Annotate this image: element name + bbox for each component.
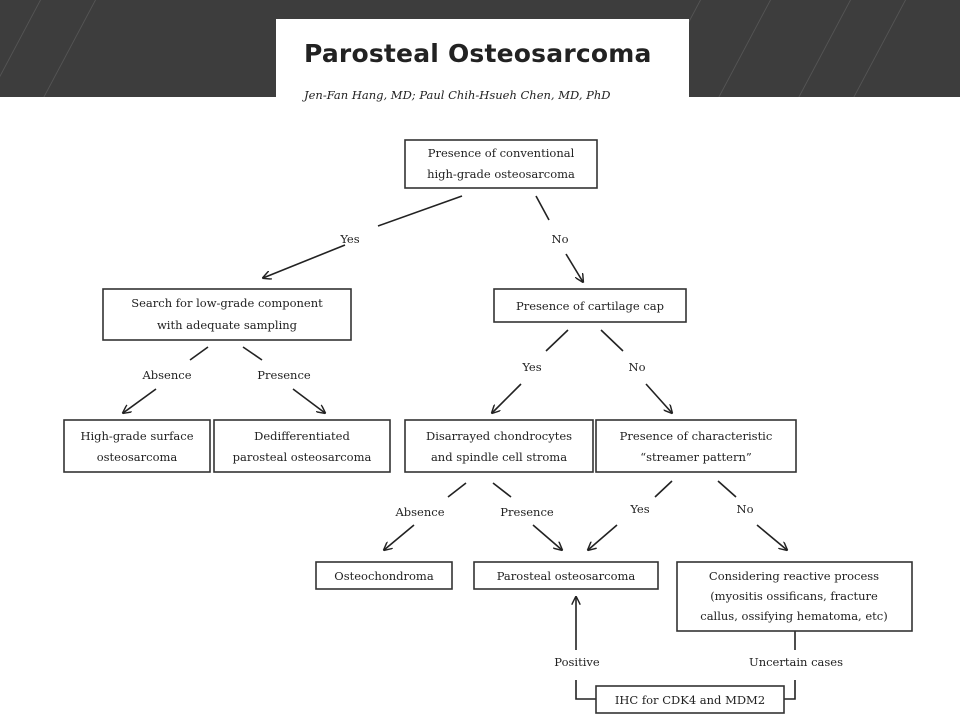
node-text-line: parosteal osteosarcoma xyxy=(233,450,372,464)
node-text-line: high-grade osteosarcoma xyxy=(427,167,575,181)
node-streamer-pattern: Presence of characteristic “streamer pat… xyxy=(595,419,797,473)
node-text-line: Search for low-grade component xyxy=(131,296,323,310)
title-card: Parosteal Osteosarcoma Jen-Fan Hang, MD;… xyxy=(276,19,689,102)
edge-streamer-no-lower xyxy=(756,524,787,550)
edge-label-no: No xyxy=(737,502,754,516)
node-text-line: osteosarcoma xyxy=(97,450,178,464)
edge-label-absence: Absence xyxy=(394,505,444,519)
node-osteochondroma: Osteochondroma xyxy=(315,561,453,590)
node-text-line: and spindle cell stroma xyxy=(431,450,567,464)
edge-label-no: No xyxy=(629,360,646,374)
node-text-line: IHC for CDK4 and MDM2 xyxy=(615,693,765,707)
node-text-line: Considering reactive process xyxy=(709,569,879,583)
edge-label-presence: Presence xyxy=(500,505,554,519)
node-text-line: with adequate sampling xyxy=(157,318,298,332)
node-text-line: Disarrayed chondrocytes xyxy=(426,429,572,443)
node-search-low-grade: Search for low-grade component with adeq… xyxy=(102,288,352,341)
node-parosteal-osteosarcoma: Parosteal osteosarcoma xyxy=(473,561,659,590)
edge-cap-yes-upper xyxy=(545,329,569,352)
node-high-grade-surface: High-grade surface osteosarcoma xyxy=(63,419,211,473)
node-text-line: (myositis ossificans, fracture xyxy=(710,589,878,603)
node-disarrayed-chondrocytes: Disarrayed chondrocytes and spindle cell… xyxy=(404,419,594,473)
edge-label-positive: Positive xyxy=(554,655,600,669)
edge-search-presence-lower xyxy=(292,388,325,413)
node-text-line: Presence of characteristic xyxy=(620,429,773,443)
node-text-line: High-grade surface xyxy=(80,429,193,443)
node-text-line: Presence of conventional xyxy=(428,146,575,160)
edge-uncertain-to-ihc xyxy=(784,680,796,700)
node-text-line: Dedifferentiated xyxy=(254,429,350,443)
paper-title: Parosteal Osteosarcoma xyxy=(304,39,652,68)
node-text-line: “streamer pattern” xyxy=(640,450,751,464)
edge-streamer-no-upper xyxy=(717,480,737,498)
node-text-line: Parosteal osteosarcoma xyxy=(497,569,636,583)
edge-label-yes: Yes xyxy=(521,360,541,374)
node-dedifferentiated: Dedifferentiated parosteal osteosarcoma xyxy=(213,419,391,473)
edge-label-uncertain-cases: Uncertain cases xyxy=(749,655,843,669)
edge-streamer-yes-lower xyxy=(588,524,618,550)
node-text-line: Presence of cartilage cap xyxy=(516,299,664,313)
edge-disarrayed-absence-upper xyxy=(447,482,467,498)
edge-disarrayed-presence-upper xyxy=(492,482,512,498)
edge-label-presence: Presence xyxy=(257,368,311,382)
edge-disarrayed-absence-lower xyxy=(384,524,415,550)
edge-cap-yes-lower xyxy=(492,383,522,413)
edge-conventional-yes-lower xyxy=(263,244,346,278)
node-ihc: IHC for CDK4 and MDM2 xyxy=(595,685,785,714)
edge-label-yes: Yes xyxy=(339,232,359,246)
node-conventional-osteosarcoma: Presence of conventional high-grade oste… xyxy=(404,139,598,189)
edge-streamer-yes-upper xyxy=(654,480,673,498)
edge-conventional-no-lower xyxy=(565,253,583,282)
node-cartilage-cap: Presence of cartilage cap xyxy=(493,288,687,323)
node-text-line: Osteochondroma xyxy=(334,569,434,583)
edge-conventional-yes-upper xyxy=(377,195,463,227)
edge-search-absence-lower xyxy=(123,388,157,413)
edge-cap-no-lower xyxy=(645,383,672,413)
edge-cap-no-upper xyxy=(600,329,624,352)
edge-label-no: No xyxy=(552,232,569,246)
edge-ihc-positive xyxy=(575,680,596,700)
edge-search-absence-upper xyxy=(189,346,209,361)
node-reactive-process: Considering reactive process (myositis o… xyxy=(676,561,913,632)
edge-search-presence-upper xyxy=(242,346,263,361)
edge-disarrayed-presence-lower xyxy=(532,524,562,550)
paper-authors: Jen-Fan Hang, MD; Paul Chih-Hsueh Chen, … xyxy=(304,88,611,102)
edge-label-yes: Yes xyxy=(629,502,649,516)
node-text-line: callus, ossifying hematoma, etc) xyxy=(700,609,887,623)
edge-label-absence: Absence xyxy=(141,368,191,382)
edge-conventional-no-upper xyxy=(535,195,550,221)
